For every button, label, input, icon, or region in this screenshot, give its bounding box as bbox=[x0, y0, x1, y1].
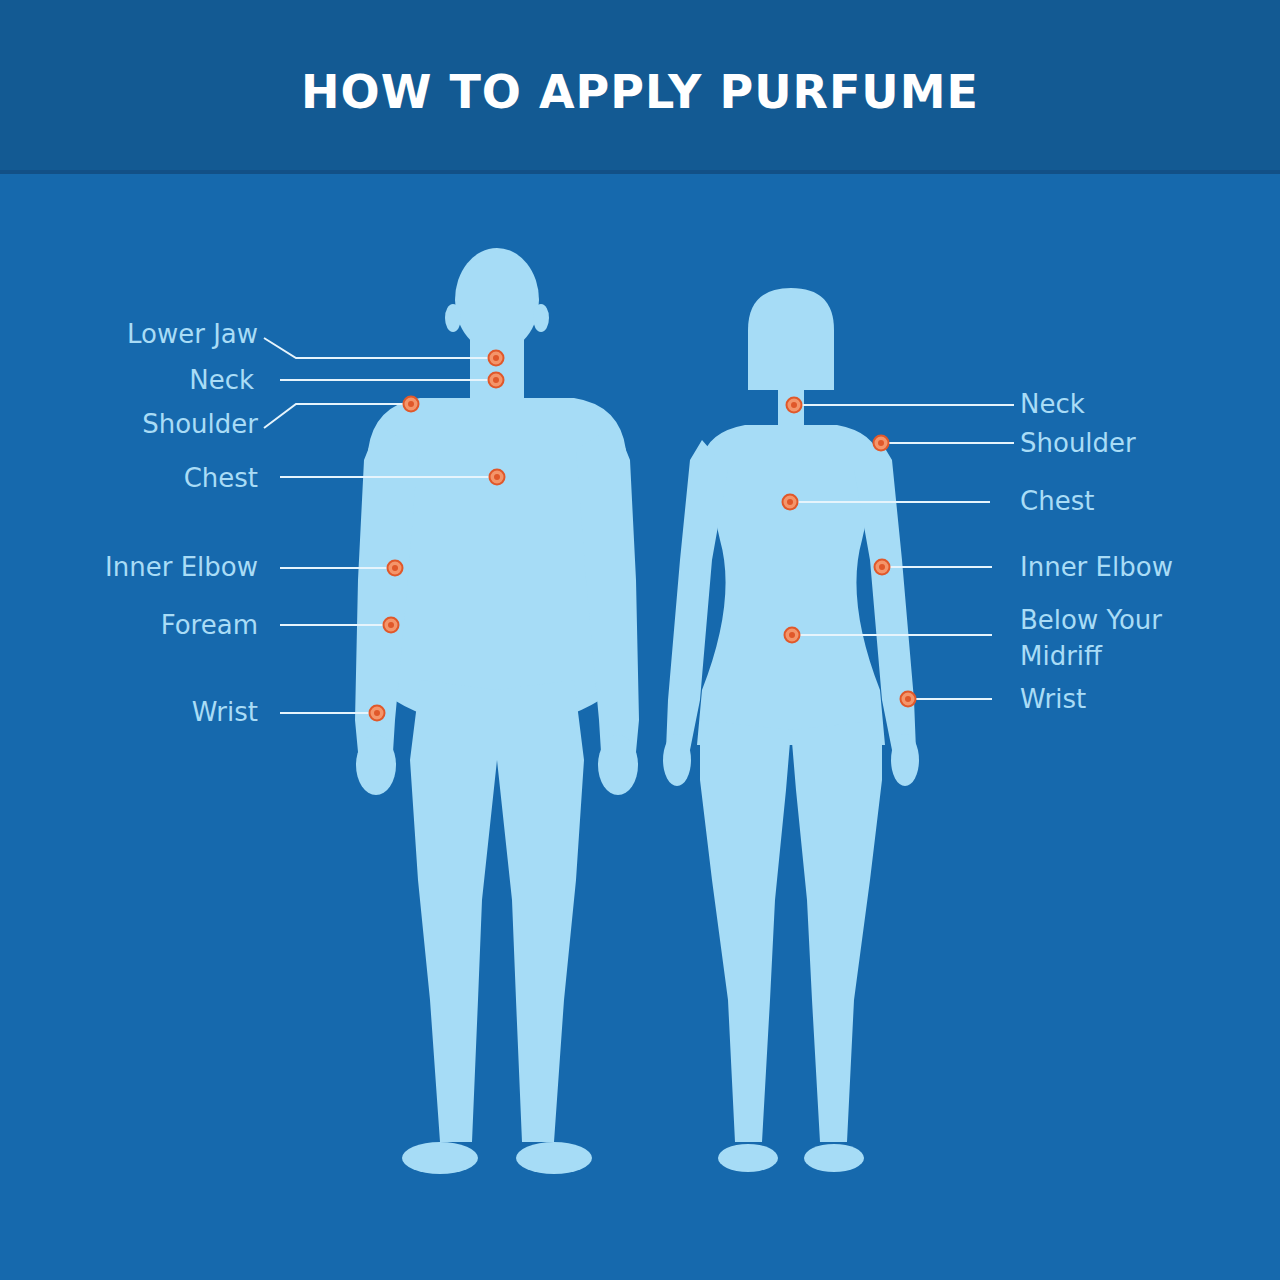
body-part-label: Chest bbox=[1020, 483, 1094, 519]
body-part-label: Neck bbox=[1020, 386, 1085, 422]
body-part-label: Inner Elbow bbox=[105, 549, 258, 585]
dot-ring bbox=[489, 373, 504, 388]
dot-core bbox=[789, 632, 795, 638]
application-dot bbox=[785, 628, 800, 643]
dot-ring bbox=[370, 706, 385, 721]
dot-ring bbox=[874, 436, 889, 451]
body-part-label: Wrist bbox=[1020, 681, 1086, 717]
application-dot bbox=[370, 706, 385, 721]
dot-core bbox=[879, 564, 885, 570]
dot-ring bbox=[783, 495, 798, 510]
dot-core bbox=[791, 402, 797, 408]
dot-ring bbox=[490, 470, 505, 485]
dot-core bbox=[408, 401, 414, 407]
dot-ring bbox=[875, 560, 890, 575]
application-points bbox=[370, 351, 916, 721]
application-dot bbox=[875, 560, 890, 575]
dot-core bbox=[878, 440, 884, 446]
application-dot bbox=[489, 351, 504, 366]
dot-core bbox=[905, 696, 911, 702]
male-silhouette bbox=[355, 248, 639, 1174]
body-part-label: Foream bbox=[161, 607, 258, 643]
body-part-label: Below Your Midriff bbox=[1020, 602, 1220, 674]
dot-ring bbox=[785, 628, 800, 643]
dot-ring bbox=[489, 351, 504, 366]
dot-ring bbox=[384, 618, 399, 633]
dot-core bbox=[493, 377, 499, 383]
leader-lines bbox=[264, 338, 1014, 713]
female-silhouette bbox=[663, 288, 919, 1172]
application-dot bbox=[489, 373, 504, 388]
application-dot bbox=[490, 470, 505, 485]
dot-ring bbox=[404, 397, 419, 412]
body-part-label: Chest bbox=[184, 460, 258, 496]
application-dot bbox=[404, 397, 419, 412]
application-dot bbox=[901, 692, 916, 707]
application-dot bbox=[388, 561, 403, 576]
dot-core bbox=[388, 622, 394, 628]
dot-ring bbox=[388, 561, 403, 576]
application-dot bbox=[783, 495, 798, 510]
body-part-label: Inner Elbow bbox=[1020, 549, 1173, 585]
dot-core bbox=[374, 710, 380, 716]
dot-core bbox=[493, 355, 499, 361]
application-dot bbox=[874, 436, 889, 451]
body-part-label: Lower Jaw bbox=[127, 316, 258, 352]
body-part-label: Neck bbox=[189, 362, 254, 398]
header-shadow bbox=[0, 170, 1280, 174]
dot-ring bbox=[901, 692, 916, 707]
dot-core bbox=[494, 474, 500, 480]
header-band bbox=[0, 0, 1280, 172]
dot-ring bbox=[787, 398, 802, 413]
page-title: HOW TO APPLY PURFUME bbox=[0, 62, 1280, 122]
dot-core bbox=[787, 499, 793, 505]
body-part-label: Wrist bbox=[192, 694, 258, 730]
body-part-label: Shoulder bbox=[142, 406, 258, 442]
application-dot bbox=[384, 618, 399, 633]
dot-core bbox=[392, 565, 398, 571]
application-dot bbox=[787, 398, 802, 413]
body-part-label: Shoulder bbox=[1020, 425, 1136, 461]
